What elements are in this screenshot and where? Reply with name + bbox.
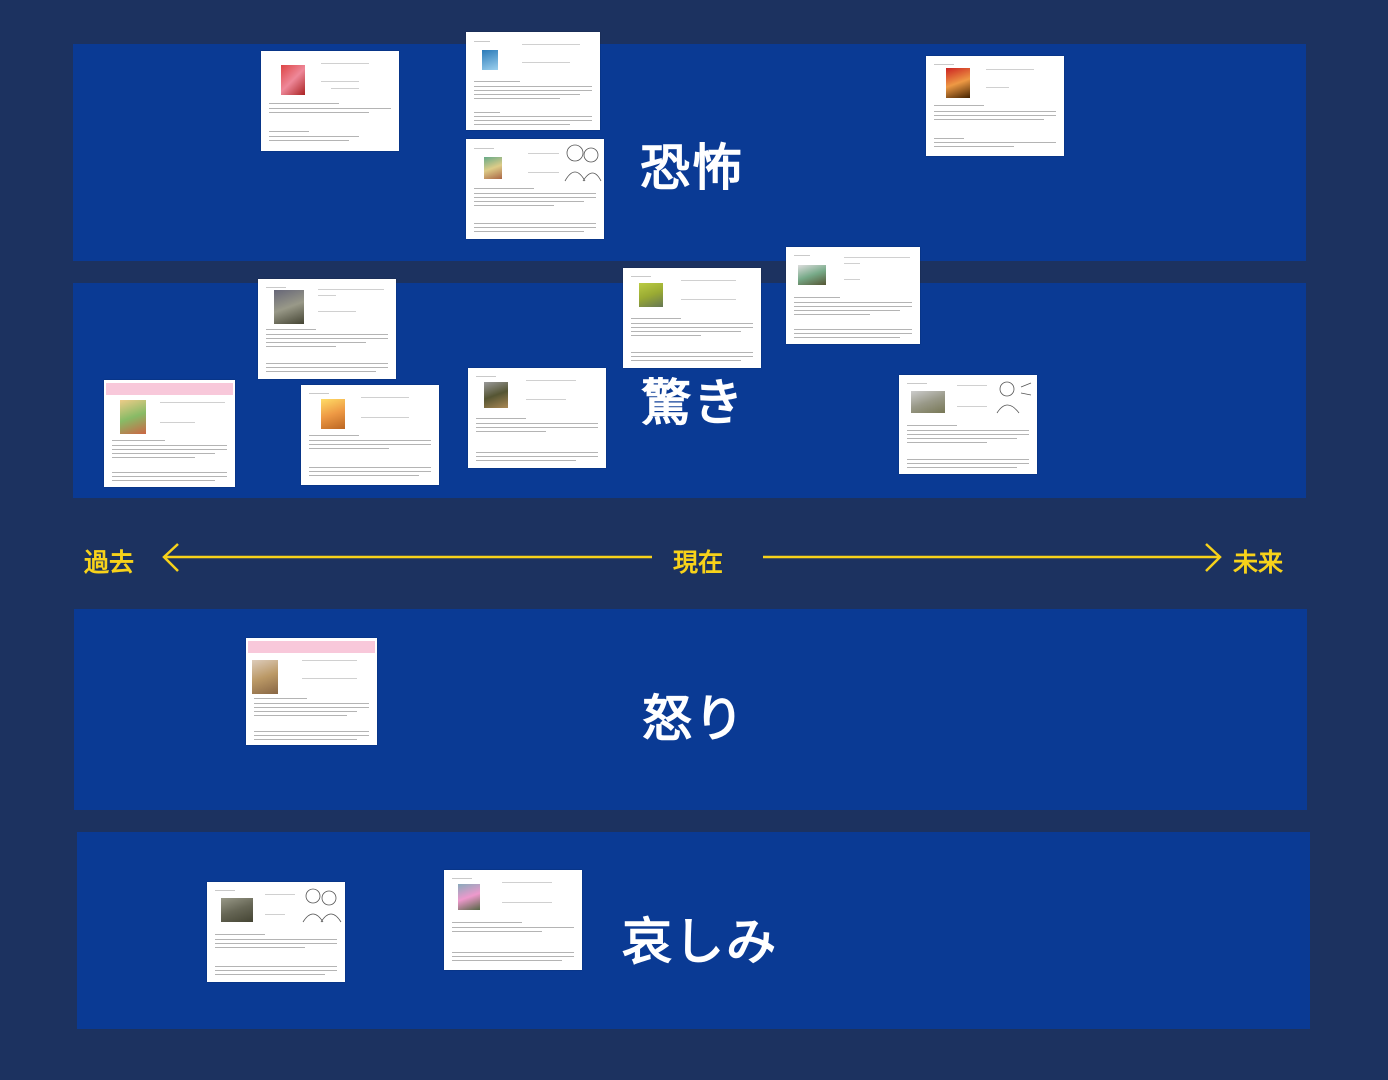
book-card[interactable] [623, 268, 761, 368]
book-card[interactable] [466, 32, 600, 130]
panel-sadness-label: 哀しみ [622, 913, 778, 971]
book-card[interactable] [207, 882, 345, 982]
book-cover-image [484, 157, 502, 179]
panel-surprise-label: 驚き [641, 374, 745, 432]
book-card[interactable] [261, 51, 399, 151]
book-card[interactable] [786, 247, 920, 344]
book-cover-image [946, 68, 970, 98]
book-card[interactable] [246, 638, 377, 745]
book-card[interactable] [258, 279, 396, 379]
book-cover-image [120, 400, 146, 434]
timeline-future: 未来 [1233, 548, 1284, 577]
book-card[interactable] [466, 139, 604, 239]
book-cover-image [911, 391, 945, 413]
panel-sadness: 哀しみ [77, 832, 1310, 1029]
book-card[interactable] [301, 385, 439, 485]
panel-anger-label: 怒り [642, 690, 746, 748]
book-cover-image [281, 65, 305, 95]
doodle-icon [302, 888, 342, 923]
book-cover-image [221, 898, 253, 922]
doodle-icon [996, 381, 1032, 414]
book-cover-image [798, 265, 826, 285]
book-cover-image [458, 884, 480, 910]
book-card[interactable] [926, 56, 1064, 156]
book-cover-image [484, 382, 508, 408]
book-cover-image [252, 660, 278, 694]
book-cover-image [321, 399, 345, 429]
timeline-present: 現在 [673, 548, 724, 577]
card-header [106, 383, 233, 395]
doodle-icon [564, 144, 602, 182]
book-card[interactable] [444, 870, 582, 970]
panel-fear-label: 恐怖 [640, 139, 744, 197]
book-card[interactable] [468, 368, 606, 468]
card-header [248, 641, 375, 653]
book-card[interactable] [899, 375, 1037, 474]
book-cover-image [639, 283, 663, 307]
book-card[interactable] [104, 380, 235, 487]
timeline-past: 過去 [84, 548, 135, 577]
book-cover-image [274, 290, 304, 324]
book-cover-image [482, 50, 498, 70]
